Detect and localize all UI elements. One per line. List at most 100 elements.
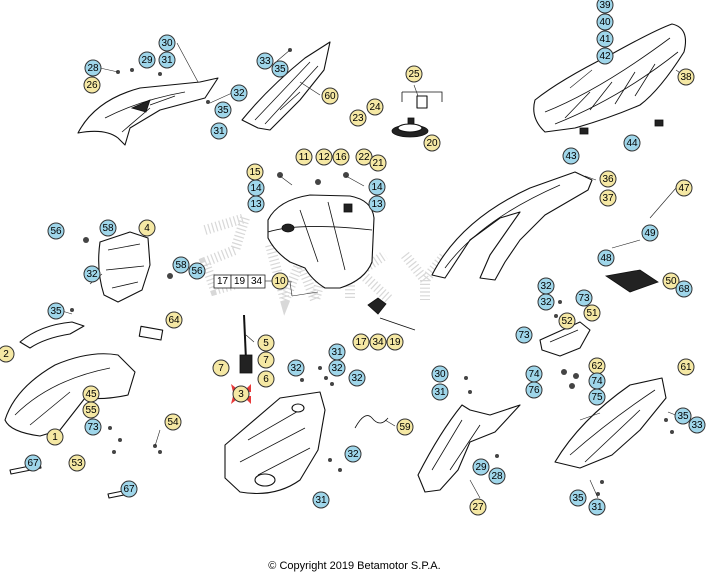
part-callout-74[interactable]: 74 [588,372,606,390]
part-callout-24[interactable]: 24 [366,98,384,116]
part-callout-7[interactable]: 7 [212,359,230,377]
part-callout-73[interactable]: 73 [575,289,593,307]
part-callout-32[interactable]: 32 [287,359,305,377]
part-callout-31[interactable]: 31 [431,383,449,401]
part-callout-14[interactable]: 14 [247,179,265,197]
part-callout-32[interactable]: 32 [230,84,248,102]
part-callout-56[interactable]: 56 [47,222,65,240]
part-callout-60[interactable]: 60 [321,87,339,105]
part-callout-26[interactable]: 26 [83,76,101,94]
part-callout-5[interactable]: 5 [257,334,275,352]
part-callout-68[interactable]: 68 [675,280,693,298]
part-callout-32[interactable]: 32 [344,445,362,463]
part-callout-41[interactable]: 41 [596,30,614,48]
part-callout-30[interactable]: 30 [158,34,176,52]
part-callout-40[interactable]: 40 [596,13,614,31]
part-callout-51[interactable]: 51 [583,304,601,322]
callout-number: 32 [540,297,552,308]
part-callout-56[interactable]: 56 [188,262,206,280]
part-callout-43[interactable]: 43 [562,147,580,165]
part-callout-31[interactable]: 31 [328,343,346,361]
fuel-cap-assembly [391,91,443,138]
part-callout-48[interactable]: 48 [597,249,615,267]
part-callout-28[interactable]: 28 [84,59,102,77]
part-callout-38[interactable]: 38 [677,68,695,86]
part-callout-29[interactable]: 29 [138,51,156,69]
part-callout-32[interactable]: 32 [348,369,366,387]
part-callout-27[interactable]: 27 [469,498,487,516]
part-callout-47[interactable]: 47 [675,179,693,197]
part-callout-55[interactable]: 55 [82,401,100,419]
part-callout-32[interactable]: 32 [537,293,555,311]
part-callout-49[interactable]: 49 [641,224,659,242]
part-callout-13[interactable]: 13 [247,195,265,213]
part-callout-25[interactable]: 25 [405,65,423,83]
part-callout-64[interactable]: 64 [165,311,183,329]
part-callout-2[interactable]: 2 [0,345,15,363]
part-callout-75[interactable]: 75 [588,388,606,406]
part-callout-30[interactable]: 30 [431,365,449,383]
part-callout-13[interactable]: 13 [368,195,386,213]
part-callout-35[interactable]: 35 [569,489,587,507]
part-callout-29[interactable]: 29 [472,458,490,476]
part-callout-31[interactable]: 31 [588,498,606,516]
part-callout-33[interactable]: 33 [256,52,274,70]
part-callout-32[interactable]: 32 [83,265,101,283]
part-callout-59[interactable]: 59 [396,418,414,436]
part-callout-35[interactable]: 35 [674,407,692,425]
part-callout-16[interactable]: 16 [332,148,350,166]
callout-badge [675,280,693,298]
part-callout-12[interactable]: 12 [315,148,333,166]
part-callout-74[interactable]: 74 [525,365,543,383]
part-callout-52[interactable]: 52 [558,312,576,330]
part-callout-33[interactable]: 33 [688,416,706,434]
part-callout-61[interactable]: 61 [677,358,695,376]
part-callout-73[interactable]: 73 [515,326,533,344]
part-callout-19[interactable]: 19 [386,333,404,351]
callout-number: 73 [518,330,530,341]
part-callout-17[interactable]: 17 [352,333,370,351]
part-callout-28[interactable]: 28 [488,467,506,485]
part-callout-31[interactable]: 31 [210,122,228,140]
part-callout-1[interactable]: 1 [46,428,64,446]
part-callout-39[interactable]: 39 [596,0,614,14]
callout-number: 32 [540,281,552,292]
part-callout-20[interactable]: 20 [423,134,441,152]
part-callout-53[interactable]: 53 [68,454,86,472]
part-callout-10[interactable]: 10 [271,272,289,290]
part-callout-31[interactable]: 31 [312,491,330,509]
part-callout-11[interactable]: 11 [295,148,313,166]
part-callout-35[interactable]: 35 [271,60,289,78]
part-callout-34[interactable]: 34 [369,333,387,351]
part-callout-23[interactable]: 23 [349,109,367,127]
part-callout-4[interactable]: 4 [138,219,156,237]
part-callout-54[interactable]: 54 [164,413,182,431]
part-callout-58[interactable]: 58 [99,219,117,237]
part-callout-62[interactable]: 62 [588,357,606,375]
part-callout-6[interactable]: 6 [257,370,275,388]
part-callout-14[interactable]: 14 [368,178,386,196]
part-callout-67[interactable]: 67 [24,454,42,472]
part-callout-44[interactable]: 44 [623,134,641,152]
part-callout-37[interactable]: 37 [599,189,617,207]
part-callout-35[interactable]: 35 [47,302,65,320]
part-callout-31[interactable]: 31 [158,51,176,69]
part-callout-7[interactable]: 7 [257,351,275,369]
part-callout-50[interactable]: 50 [662,272,680,290]
callout-number: 48 [600,253,612,264]
part-callout-35[interactable]: 35 [214,101,232,119]
part-callout-3[interactable]: 3 [232,385,250,403]
part-callout-32[interactable]: 32 [537,277,555,295]
part-callout-45[interactable]: 45 [82,385,100,403]
part-callout-36[interactable]: 36 [599,170,617,188]
part-callout-67[interactable]: 67 [120,480,138,498]
callout-badge [312,491,330,509]
part-callout-73[interactable]: 73 [84,418,102,436]
part-callout-58[interactable]: 58 [172,256,190,274]
part-callout-15[interactable]: 15 [246,163,264,181]
part-callout-21[interactable]: 21 [369,154,387,172]
part-callout-42[interactable]: 42 [596,47,614,65]
callout-badge [257,351,275,369]
part-callout-76[interactable]: 76 [525,381,543,399]
part-callout-32[interactable]: 32 [328,359,346,377]
